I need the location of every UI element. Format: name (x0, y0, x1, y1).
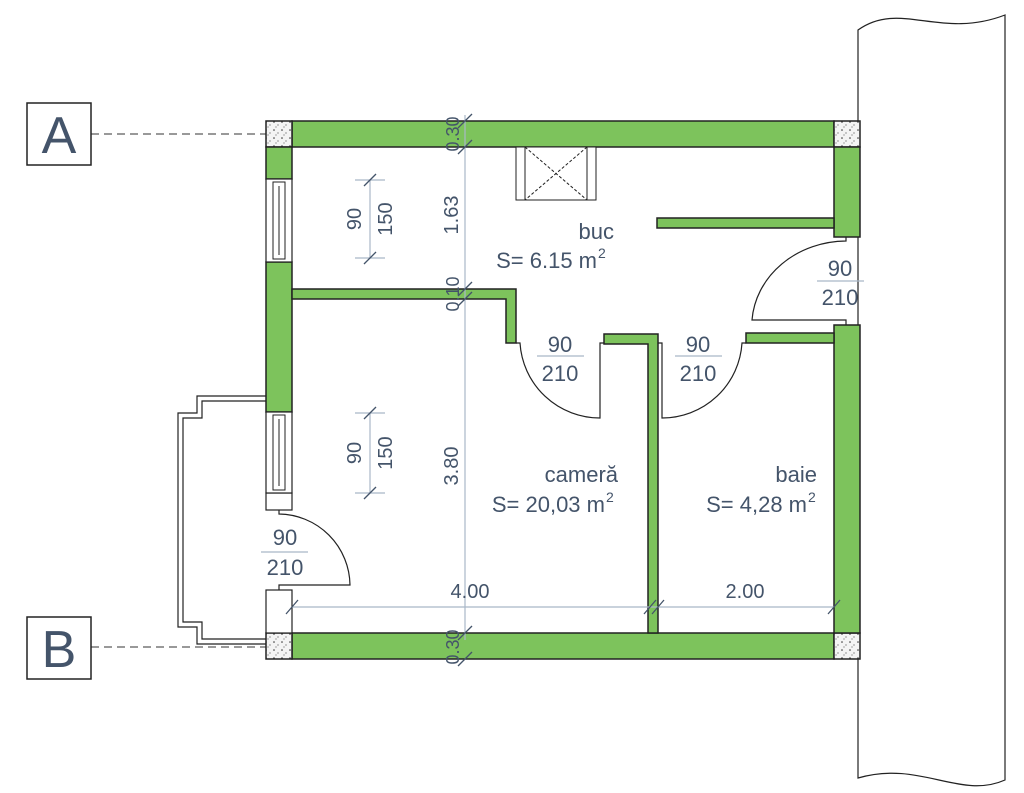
walls (265, 120, 861, 660)
dim-partition: 0.10 (443, 276, 463, 311)
door-width: 90 (273, 525, 297, 550)
dimension-lines (285, 113, 841, 667)
door-width: 90 (686, 332, 710, 357)
balcony (177, 395, 266, 645)
room-name: buc (579, 219, 614, 244)
area-superscript: 2 (606, 489, 614, 505)
door-label-balcony: 90 210 (261, 525, 308, 580)
dim-baie-width: 2.00 (726, 581, 765, 603)
door-label-baie: 90 210 (675, 332, 722, 386)
room-camera: cameră S= 20,03 m 2 (492, 462, 619, 517)
door-swings (278, 237, 847, 590)
room-buc: buc S= 6.15 m 2 (496, 219, 614, 273)
window-buc-width: 90 (344, 208, 366, 230)
dim-bottom-wall: 0.30 (443, 629, 463, 664)
door-width: 90 (828, 256, 852, 281)
area-superscript: 2 (808, 489, 816, 505)
dim-top-wall: 0.30 (443, 116, 463, 151)
window-buc (265, 178, 293, 263)
axis-marker-b: B (26, 616, 92, 680)
area-superscript: 2 (598, 245, 606, 261)
room-name: cameră (545, 462, 619, 487)
door-height: 210 (822, 285, 859, 310)
axis-marker-a: A (26, 102, 92, 166)
door-height: 210 (267, 555, 304, 580)
room-area: S= 4,28 m (706, 492, 807, 517)
window-camera-width: 90 (344, 442, 366, 464)
door-label-entrance: 90 210 (817, 256, 864, 310)
adjacent-building (857, 14, 1006, 787)
door-height: 210 (680, 361, 717, 386)
door-height: 210 (542, 361, 579, 386)
room-name: baie (775, 462, 817, 487)
door-width: 90 (548, 332, 572, 357)
ventilation-shaft (515, 146, 597, 201)
door-label-camera: 90 210 (537, 332, 584, 386)
dim-camera-depth: 3.80 (441, 447, 463, 486)
room-area: S= 6.15 m (496, 248, 597, 273)
dim-buc-depth: 1.63 (441, 196, 463, 235)
axis-label-a: A (42, 107, 77, 165)
dim-camera-width: 4.00 (451, 581, 490, 603)
room-area: S= 20,03 m (492, 492, 605, 517)
axis-label-b: B (42, 621, 77, 679)
window-camera (265, 411, 293, 494)
window-camera-height: 150 (375, 436, 397, 469)
room-baie: baie S= 4,28 m 2 (706, 462, 817, 517)
window-buc-height: 150 (375, 202, 397, 235)
